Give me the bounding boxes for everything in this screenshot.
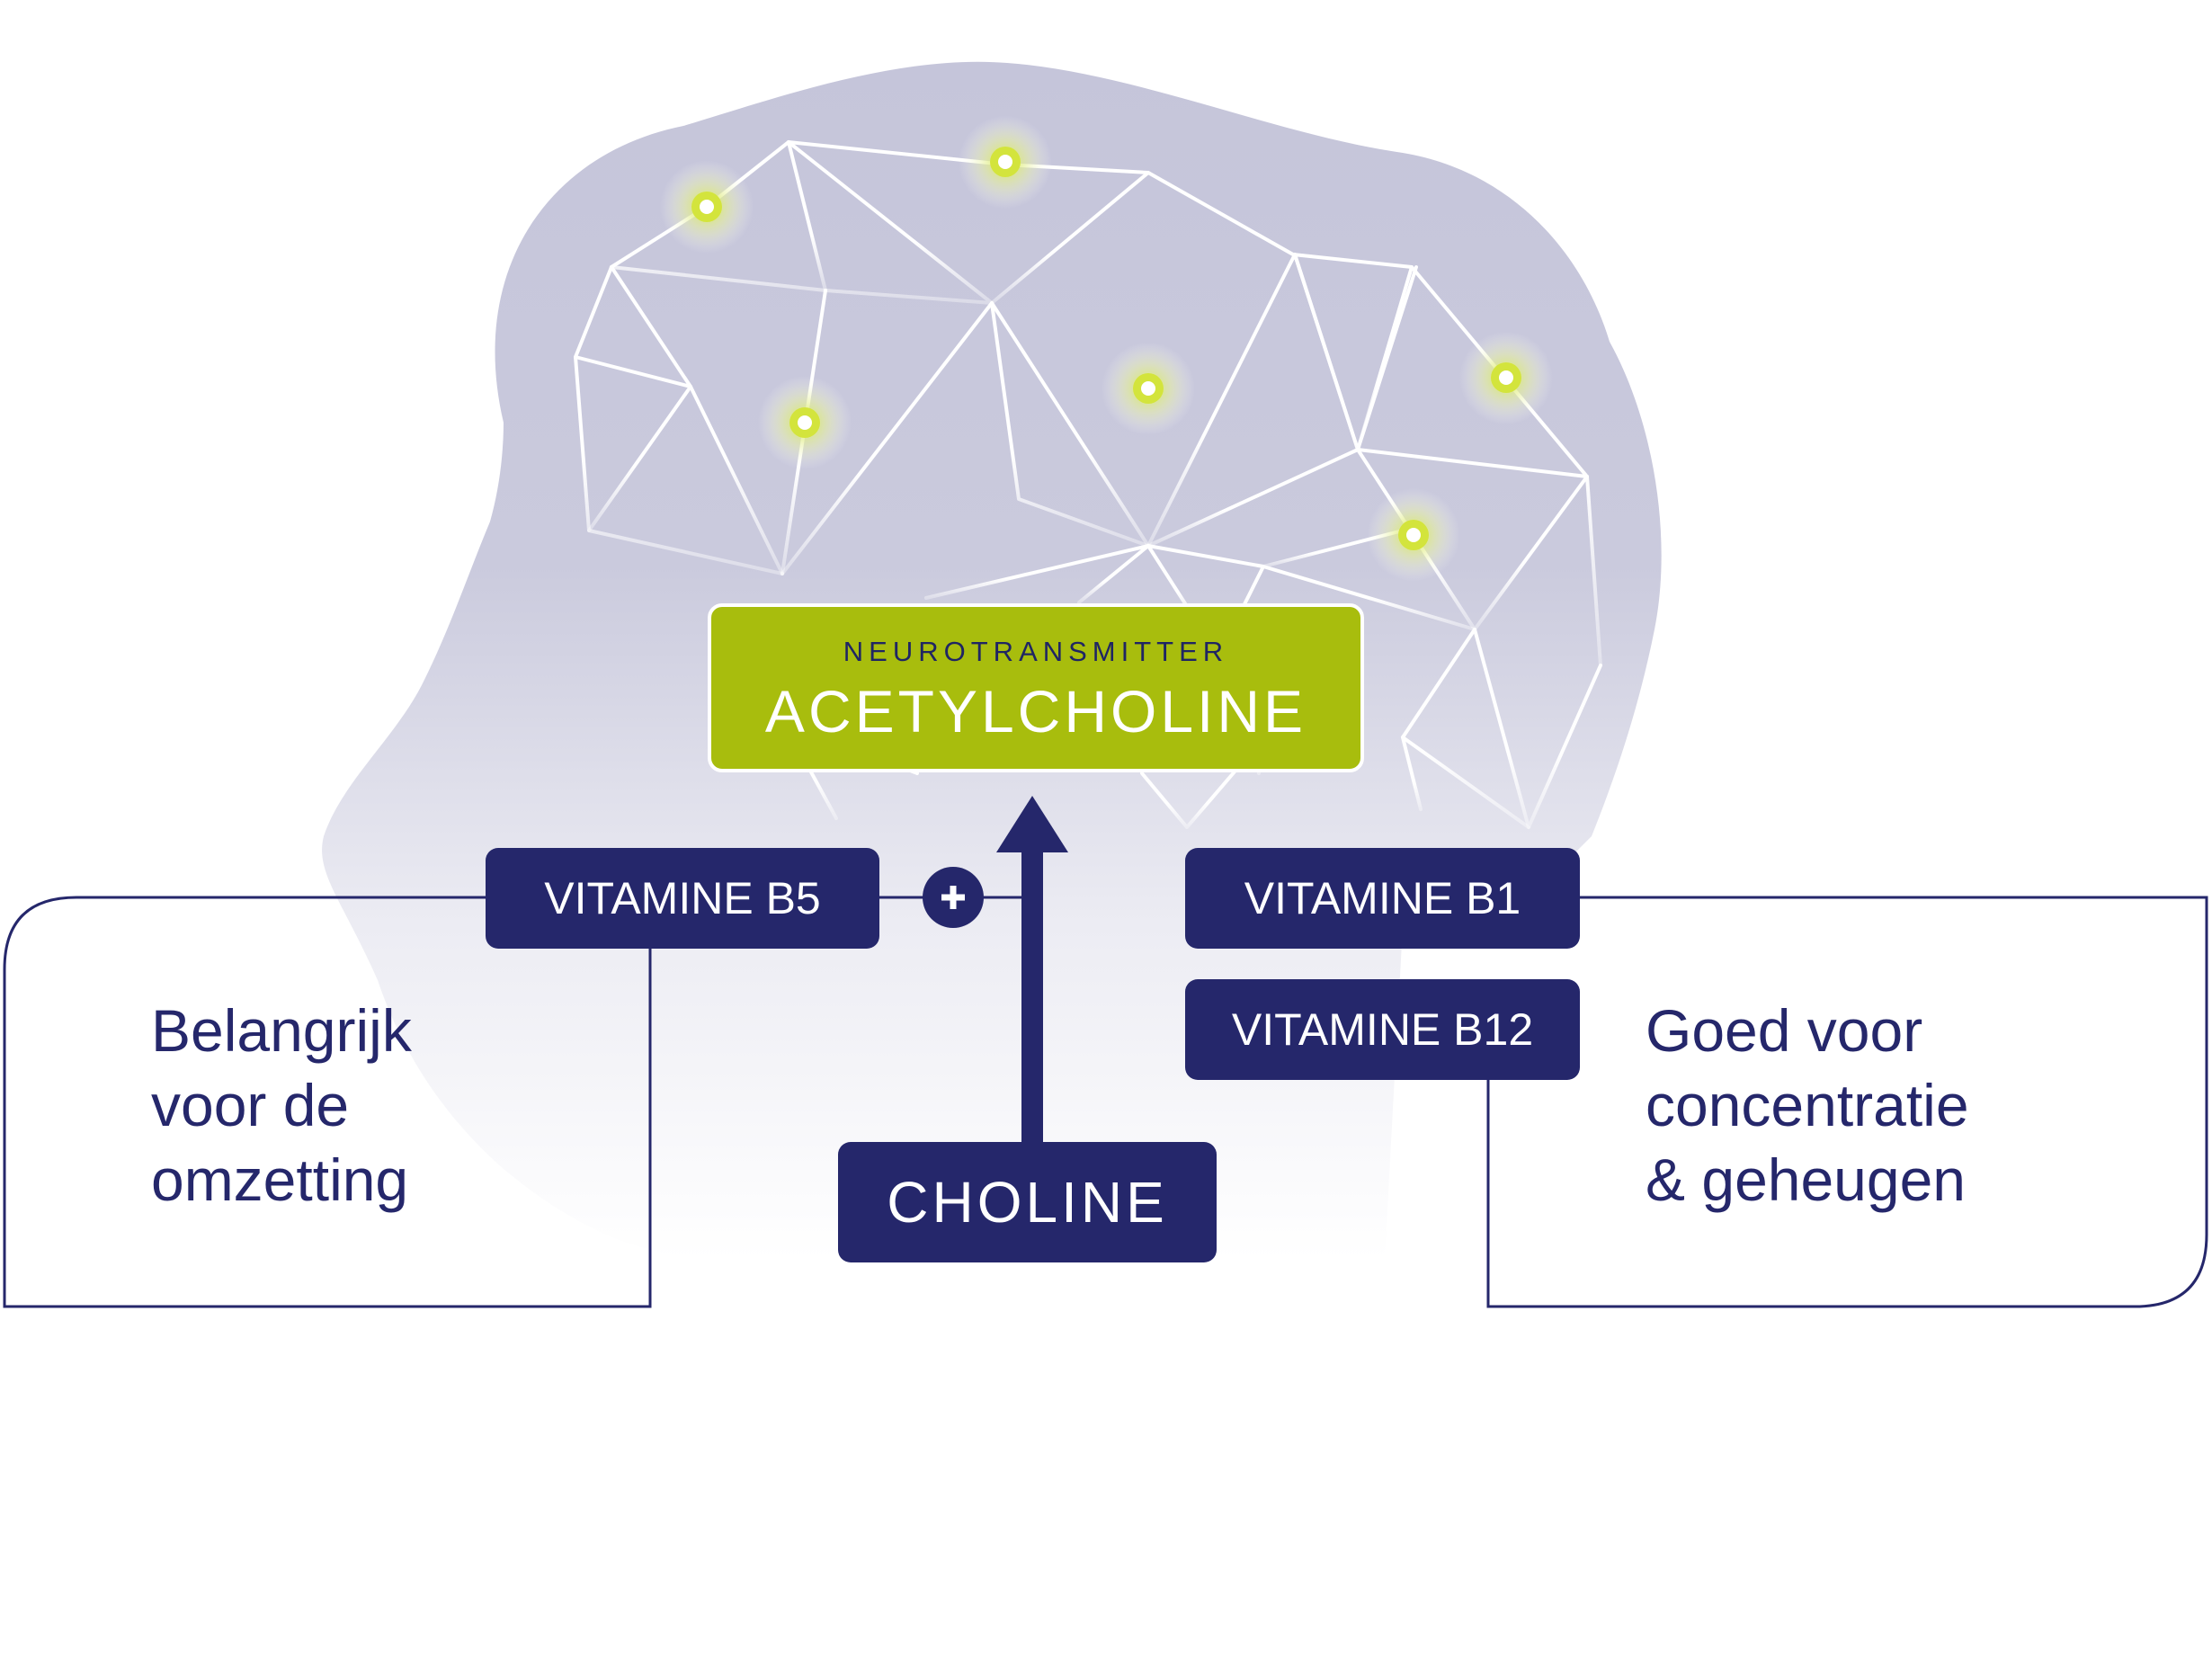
left-description-line: Belangrijk [151, 997, 412, 1064]
plus-icon [923, 867, 984, 928]
vitamin-b12-badge: VITAMINE B12 [1185, 979, 1580, 1080]
neuron-node [660, 160, 754, 254]
neuron-node [959, 115, 1052, 209]
neuron-nodes [660, 115, 1553, 582]
neuron-node [1367, 488, 1460, 582]
right-description: Goed voor concentratie & geheugen [1646, 994, 1969, 1218]
neural-network-icon [574, 140, 1602, 829]
left-description-line: omzetting [151, 1146, 409, 1213]
right-description-line: & geheugen [1646, 1146, 1967, 1213]
right-callout-frame [1486, 896, 2208, 1308]
acetylcholine-box: NEUROTRANSMITTER ACETYLCHOLINE [708, 603, 1364, 772]
acetylcholine-title: ACETYLCHOLINE [764, 678, 1307, 745]
left-callout-frame [3, 896, 652, 1308]
right-description-line: Goed voor [1646, 997, 1923, 1064]
choline-badge: CHOLINE [838, 1142, 1217, 1262]
neuron-node [1459, 331, 1553, 424]
vitamin-b5-badge: VITAMINE B5 [486, 848, 879, 949]
neuron-node [758, 376, 852, 469]
left-description: Belangrijk voor de omzetting [151, 994, 412, 1218]
vitamin-b1-badge: VITAMINE B1 [1185, 848, 1580, 949]
right-description-line: concentratie [1646, 1072, 1969, 1138]
left-description-line: voor de [151, 1072, 350, 1138]
arrow-up-icon [996, 796, 1068, 1142]
neurotransmitter-label: NEUROTRANSMITTER [843, 636, 1229, 667]
neuron-node [1102, 342, 1195, 435]
